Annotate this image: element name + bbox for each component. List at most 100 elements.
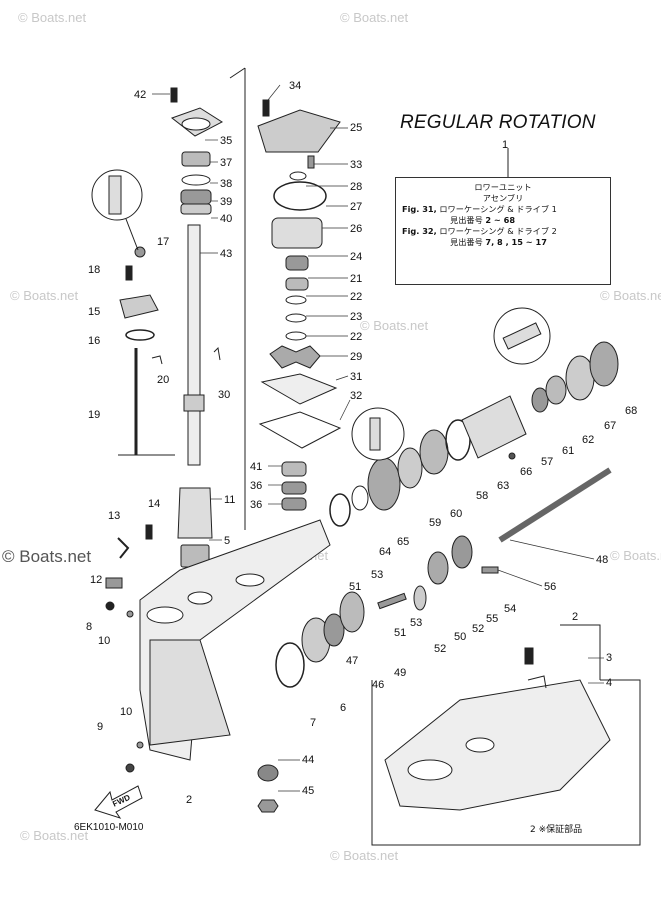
fig31-sub: 見出番号 2 ~ 68 <box>402 215 604 226</box>
callout: 55 <box>486 613 498 625</box>
callout: 48 <box>596 554 608 566</box>
fig32-label: Fig. 32, <box>402 226 437 236</box>
callout: 36 <box>250 480 262 492</box>
callout: 65 <box>397 536 409 548</box>
callout: 26 <box>350 223 362 235</box>
callout: 3 <box>606 652 612 664</box>
footer-note: 2 ※保証部品 <box>530 825 583 835</box>
callout: 29 <box>350 351 362 363</box>
fig31-label: Fig. 31, <box>402 204 437 214</box>
callout: 12 <box>90 574 102 586</box>
fig32-text: ロワーケーシング & ドライブ 2 <box>439 226 557 236</box>
callout: 8 <box>86 621 92 633</box>
watermark: © Boats.net <box>610 548 661 563</box>
drive-shaft-group <box>170 87 224 568</box>
callout: 17 <box>157 236 169 248</box>
callout: 31 <box>350 371 362 383</box>
callout: 20 <box>157 374 169 386</box>
callout: 35 <box>220 135 232 147</box>
callout: 7 <box>310 717 316 729</box>
callout: 27 <box>350 201 362 213</box>
callout: 16 <box>88 335 100 347</box>
callout: 38 <box>220 178 232 190</box>
leader-lines <box>152 84 604 792</box>
fig31-sub-label: 見出番号 <box>450 215 483 225</box>
gear-group <box>257 341 619 813</box>
callout: 32 <box>350 390 362 402</box>
callout: 13 <box>108 510 120 522</box>
callout: 60 <box>450 508 462 520</box>
callout: 63 <box>497 480 509 492</box>
callout: 56 <box>544 581 556 593</box>
callout: 21 <box>350 273 362 285</box>
fig32-sub-val: 7, 8 , 15 ~ 17 <box>485 237 547 247</box>
watermarks: © Boats.net © Boats.net © Boats.net © Bo… <box>2 10 661 863</box>
callout: 23 <box>350 311 362 323</box>
watermark: © Boats.net <box>18 10 87 25</box>
callout: 54 <box>504 603 516 615</box>
callout: 53 <box>371 569 383 581</box>
callout: 58 <box>476 490 488 502</box>
callout: 64 <box>379 546 391 558</box>
diagram-code: 6EK1010-M010 <box>74 822 144 833</box>
callout: 6 <box>340 702 346 714</box>
callout: 47 <box>346 655 358 667</box>
watermark: © Boats.net <box>20 828 89 843</box>
callout: 4 <box>606 677 612 689</box>
callout: 10 <box>120 706 132 718</box>
info-line2: アセンブリ <box>482 193 524 203</box>
callout: 22 <box>350 291 362 303</box>
callout: 40 <box>220 213 232 225</box>
watermark-side: © Boats.net <box>2 547 91 566</box>
callout: 2 <box>572 611 578 623</box>
callout-labels: 42 35 37 38 39 40 43 17 18 15 16 20 30 1… <box>86 80 637 806</box>
watermark: © Boats.net <box>330 848 399 863</box>
callout: 44 <box>302 754 314 766</box>
parts-info-box: ロワーユニット アセンブリ Fig. 31, ロワーケーシング & ドライブ 1… <box>395 177 611 285</box>
shift-detail-circle <box>91 169 143 251</box>
guide-lines <box>118 67 641 846</box>
callout: 66 <box>520 466 532 478</box>
callout: 22 <box>350 331 362 343</box>
callout: 68 <box>625 405 637 417</box>
callout: 25 <box>350 122 362 134</box>
lower-casing <box>125 519 331 773</box>
watermark: © Boats.net <box>600 288 661 303</box>
callout: 52 <box>472 623 484 635</box>
callout: 45 <box>302 785 314 797</box>
callout: 61 <box>562 445 574 457</box>
callout: 51 <box>349 581 361 593</box>
fwd-arrow: FWD <box>94 785 143 819</box>
fig31-text: ロワーケーシング & ドライブ 1 <box>439 204 557 214</box>
callout: 10 <box>98 635 110 647</box>
watermark: © Boats.net <box>360 318 429 333</box>
callout: 30 <box>218 389 230 401</box>
callout: 24 <box>350 251 362 263</box>
callout: 34 <box>289 80 301 92</box>
callout: 5 <box>224 535 230 547</box>
callout: 37 <box>220 157 232 169</box>
callout: 53 <box>410 617 422 629</box>
callout: 46 <box>372 679 384 691</box>
callout: 41 <box>250 461 262 473</box>
info-line1: ロワーユニット <box>474 182 532 192</box>
callout: 1 <box>502 139 508 151</box>
callout: 57 <box>541 456 553 468</box>
callout: 36 <box>250 499 262 511</box>
callout: 52 <box>434 643 446 655</box>
fig31-row: Fig. 31, ロワーケーシング & ドライブ 1 <box>402 204 604 215</box>
callout: 33 <box>350 159 362 171</box>
callout: 67 <box>604 420 616 432</box>
callout: 14 <box>148 498 160 510</box>
inset-casing <box>384 647 611 811</box>
fig31-sub-val: 2 ~ 68 <box>485 215 516 225</box>
fig32-row: Fig. 32, ロワーケーシング & ドライブ 2 <box>402 226 604 237</box>
callout: 50 <box>454 631 466 643</box>
rotation-title: REGULAR ROTATION <box>400 112 596 133</box>
callout: 42 <box>134 89 146 101</box>
callout: 59 <box>429 517 441 529</box>
callout: 62 <box>582 434 594 446</box>
fig32-sub-label: 見出番号 <box>450 237 483 247</box>
detail-circles <box>351 307 551 461</box>
